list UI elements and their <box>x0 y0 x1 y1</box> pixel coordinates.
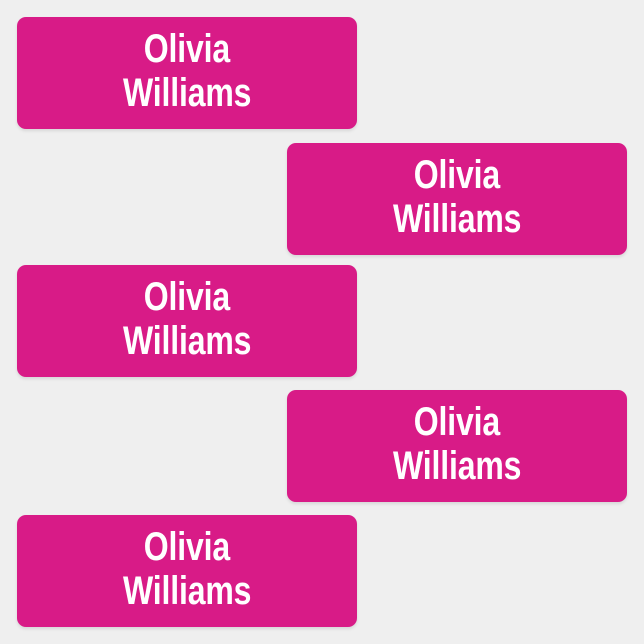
label-first-name: Olivia <box>143 275 231 320</box>
label-first-name: Olivia <box>143 525 231 570</box>
label-first-name: Olivia <box>143 27 231 72</box>
label-first-name: Olivia <box>413 400 501 445</box>
label-last-name: Williams <box>392 444 522 488</box>
label-last-name: Williams <box>392 197 522 241</box>
label-text-block: Olivia Williams <box>107 29 267 116</box>
label-text-block: Olivia Williams <box>377 155 537 242</box>
label-text-block: Olivia Williams <box>377 402 537 489</box>
label-text-block: Olivia Williams <box>107 277 267 364</box>
label-last-name: Williams <box>122 71 252 115</box>
name-label[interactable]: Olivia Williams <box>287 143 627 255</box>
name-label[interactable]: Olivia Williams <box>287 390 627 502</box>
label-last-name: Williams <box>122 569 252 613</box>
name-label[interactable]: Olivia Williams <box>17 265 357 377</box>
label-text-block: Olivia Williams <box>107 527 267 614</box>
label-first-name: Olivia <box>413 153 501 198</box>
label-last-name: Williams <box>122 319 252 363</box>
name-label[interactable]: Olivia Williams <box>17 17 357 129</box>
name-label[interactable]: Olivia Williams <box>17 515 357 627</box>
